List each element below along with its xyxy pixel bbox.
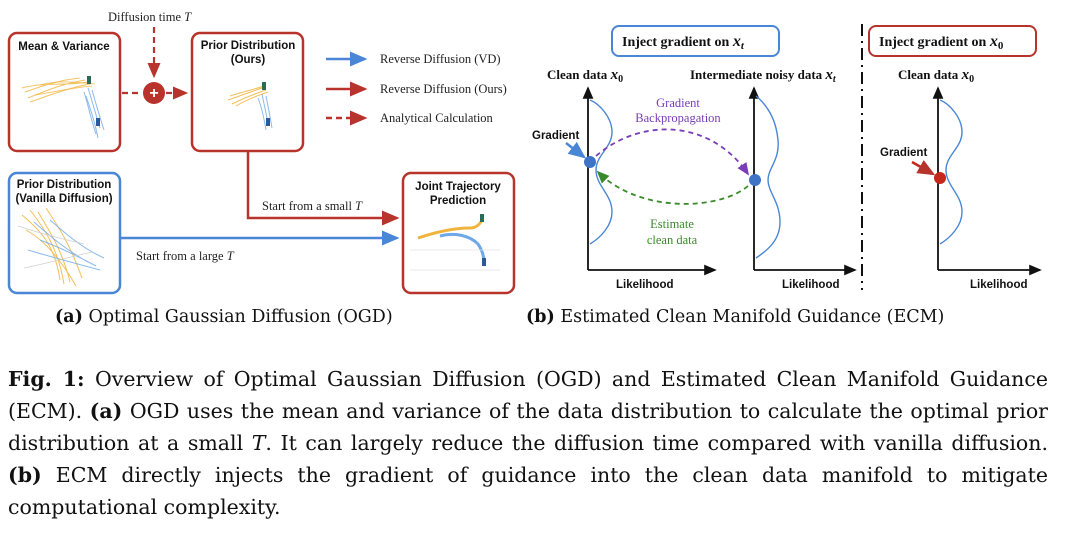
prior-vanilla-box bbox=[7, 171, 122, 295]
start-small-label: Start from a small T bbox=[262, 199, 363, 213]
prior-vanilla-title-line2: (Vanilla Diffusion) bbox=[15, 193, 112, 205]
legend-label-vd: Reverse Diffusion (VD) bbox=[380, 52, 501, 66]
backprop-label-line2: Backpropagation bbox=[635, 111, 721, 125]
clean-point-right bbox=[934, 172, 946, 184]
estimate-label-line1: Estimate bbox=[650, 217, 694, 231]
gradient-arrow bbox=[565, 141, 586, 159]
prior-ours-title-line1: Prior Distribution bbox=[201, 40, 296, 52]
caption-text-3: . It can largely reduce the diffusion ti… bbox=[265, 431, 1048, 455]
joint-prediction-title-line1: Joint Trajectory bbox=[415, 181, 501, 193]
estimate-curve bbox=[596, 170, 749, 205]
legend-label-analytical: Analytical Calculation bbox=[380, 111, 494, 125]
prior-vanilla-title-line1: Prior Distribution bbox=[17, 179, 112, 191]
caption-text-2: OGD uses the mean and variance of the da… bbox=[8, 399, 1048, 455]
legend: Reverse Diffusion (VD) Reverse Diffusion… bbox=[326, 51, 507, 126]
mean-variance-box bbox=[7, 31, 122, 153]
caption-b-tag: (b) bbox=[8, 463, 42, 487]
diffusion-time-label: Diffusion time T bbox=[108, 10, 192, 24]
mean-variance-title: Mean & Variance bbox=[18, 41, 109, 53]
axes-clean bbox=[582, 86, 717, 276]
clean-data-label: Clean data x0 bbox=[547, 67, 623, 85]
caption-a-tag: (a) bbox=[89, 399, 123, 423]
plus-symbol: + bbox=[149, 85, 158, 102]
likelihood-label-2: Likelihood bbox=[782, 279, 840, 291]
inject-x0-box bbox=[868, 25, 1037, 57]
backprop-curve bbox=[595, 128, 750, 176]
subcaption-b: (b) Estimated Clean Manifold Guidance (E… bbox=[526, 307, 945, 327]
estimate-label-line2: clean data bbox=[647, 233, 698, 247]
caption-fig-label: Fig. 1: bbox=[8, 367, 85, 391]
joint-prediction-box bbox=[401, 171, 516, 295]
prior-ours-trajectory-plot bbox=[227, 82, 273, 131]
clean-data-right-label: Clean data x0 bbox=[898, 67, 974, 85]
axes-clean-right bbox=[932, 86, 1042, 276]
axes-noisy bbox=[748, 86, 857, 276]
clean-point bbox=[584, 156, 596, 168]
legend-label-ours: Reverse Diffusion (Ours) bbox=[380, 82, 507, 96]
subcaption-a: (a) Optimal Gaussian Diffusion (OGD) bbox=[55, 307, 393, 327]
inject-xt-label: Inject gradient on xt bbox=[622, 33, 745, 52]
prior-vanilla-trajectory-plot bbox=[17, 207, 105, 287]
prior-ours-title-line2: (Ours) bbox=[231, 54, 266, 66]
gradient-right-label: Gradient bbox=[880, 147, 927, 159]
inject-x0-label: Inject gradient on x0 bbox=[879, 33, 1004, 52]
joint-prediction-trajectory-plot bbox=[410, 214, 500, 271]
caption-text-1: Overview of Optimal Gaussian Diffusion (… bbox=[8, 367, 1048, 423]
noisy-point bbox=[749, 174, 761, 186]
reverse-ours-arrow bbox=[246, 152, 400, 226]
plus-circle bbox=[143, 82, 165, 104]
start-large-label: Start from a large T bbox=[136, 249, 235, 263]
likelihood-label-1: Likelihood bbox=[616, 279, 674, 291]
likelihood-label-3: Likelihood bbox=[970, 279, 1028, 291]
backprop-label-line1: Gradient bbox=[656, 96, 700, 110]
gradient-label: Gradient bbox=[532, 130, 579, 142]
inject-xt-box bbox=[611, 25, 780, 57]
noisy-data-label: Intermediate noisy data xt bbox=[690, 67, 837, 85]
caption-t-var: T bbox=[251, 431, 266, 455]
joint-prediction-title-line2: Prediction bbox=[430, 195, 486, 207]
gradient-right-arrow bbox=[911, 160, 936, 176]
figure-canvas: Diffusion time T Mean & Variance + Prior… bbox=[7, 10, 1042, 295]
figure-caption: Fig. 1: Overview of Optimal Gaussian Dif… bbox=[8, 363, 1048, 523]
prior-ours-box bbox=[190, 31, 305, 153]
caption-text-4: ECM directly injects the gradient of gui… bbox=[8, 463, 1048, 519]
mean-variance-trajectory-plot bbox=[21, 76, 105, 139]
